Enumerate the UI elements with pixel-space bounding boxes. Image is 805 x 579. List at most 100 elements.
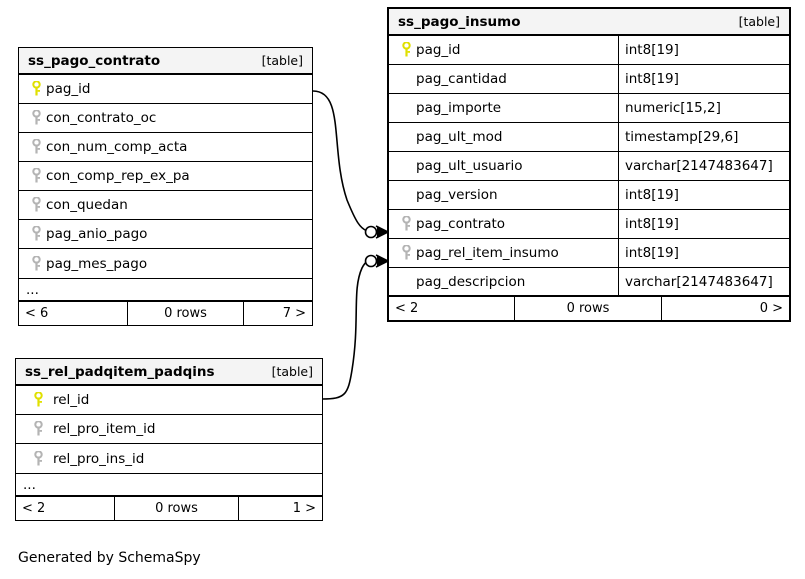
table-row[interactable]: con_quedan bbox=[19, 191, 312, 220]
table-type-tag: [table] bbox=[738, 14, 780, 29]
column-name-cell: pag_id bbox=[19, 75, 312, 103]
column-name: pag_rel_item_insumo bbox=[416, 245, 559, 261]
column-name: pag_ult_usuario bbox=[416, 158, 523, 174]
column-type-cell: int8[19] bbox=[618, 210, 789, 238]
column-name-cell: pag_ult_mod bbox=[389, 123, 618, 151]
column-name: pag_id bbox=[416, 42, 461, 58]
table-row[interactable]: rel_id bbox=[16, 386, 322, 415]
table-row[interactable]: pag_ult_usuario varchar[2147483647] bbox=[389, 152, 789, 181]
foreign-key-icon bbox=[23, 421, 53, 437]
column-name: pag_descripcion bbox=[416, 273, 526, 290]
relationship-line-contrato-insumo bbox=[312, 90, 389, 239]
table-row[interactable]: pag_id int8[19] bbox=[389, 36, 789, 65]
foreign-key-icon bbox=[26, 110, 46, 126]
foreign-key-icon bbox=[26, 255, 46, 272]
primary-key-icon bbox=[396, 42, 416, 58]
footer-parents-count[interactable]: < 2 bbox=[395, 301, 419, 316]
table-row[interactable]: pag_contrato int8[19] bbox=[389, 210, 789, 239]
column-type-cell: int8[19] bbox=[618, 36, 789, 64]
column-type-cell: numeric[15,2] bbox=[618, 94, 789, 122]
column-name: con_num_comp_acta bbox=[46, 139, 188, 155]
foreign-key-icon bbox=[26, 168, 46, 184]
optional-marker-icon bbox=[364, 225, 378, 239]
column-name: rel_pro_item_id bbox=[53, 421, 156, 437]
more-columns-indicator: ... bbox=[16, 473, 322, 497]
column-name-cell: pag_importe bbox=[389, 94, 618, 122]
table-row[interactable]: pag_importe numeric[15,2] bbox=[389, 94, 789, 123]
column-type: varchar[2147483647] bbox=[625, 158, 773, 174]
column-type: varchar[2147483647] bbox=[625, 273, 773, 290]
table-type-tag: [table] bbox=[271, 364, 313, 379]
column-name-cell: con_comp_rep_ex_pa bbox=[19, 162, 312, 190]
table-row[interactable]: con_num_comp_acta bbox=[19, 133, 312, 162]
column-type-cell: int8[19] bbox=[618, 181, 789, 209]
table-row[interactable]: con_comp_rep_ex_pa bbox=[19, 162, 312, 191]
table-row[interactable]: pag_id bbox=[19, 75, 312, 104]
column-name: pag_importe bbox=[416, 100, 502, 116]
column-name: pag_version bbox=[416, 187, 498, 203]
table-row[interactable]: pag_rel_item_insumo int8[19] bbox=[389, 239, 789, 268]
table-type-tag: [table] bbox=[261, 53, 303, 68]
table-columns: rel_id rel_pro_item_id bbox=[16, 386, 322, 473]
table-title: ss_rel_padqitem_padqins bbox=[25, 363, 215, 380]
footer-parents-count[interactable]: < 2 bbox=[22, 501, 46, 516]
column-name: pag_ult_mod bbox=[416, 129, 503, 145]
table-title: ss_pago_contrato bbox=[28, 52, 161, 69]
column-name-cell: pag_anio_pago bbox=[19, 220, 312, 248]
column-type: int8[19] bbox=[625, 216, 679, 232]
table-row[interactable]: pag_anio_pago bbox=[19, 220, 312, 249]
foreign-key-icon bbox=[26, 197, 46, 213]
column-name-cell: rel_pro_ins_id bbox=[16, 444, 322, 473]
table-row[interactable]: rel_pro_ins_id bbox=[16, 444, 322, 473]
column-name: pag_contrato bbox=[416, 216, 506, 232]
table-row[interactable]: pag_descripcion varchar[2147483647] bbox=[389, 268, 789, 297]
column-name-cell: pag_id bbox=[389, 36, 618, 64]
footer-row-count: 0 rows bbox=[514, 297, 662, 320]
table-header: ss_pago_contrato [table] bbox=[19, 48, 312, 75]
table-ss-pago-insumo[interactable]: ss_pago_insumo [table] pag_id int8[1 bbox=[387, 7, 791, 322]
table-row[interactable]: pag_mes_pago bbox=[19, 249, 312, 278]
column-name-cell: pag_contrato bbox=[389, 210, 618, 238]
footer-row-count: 0 rows bbox=[114, 497, 239, 520]
foreign-key-icon bbox=[23, 450, 53, 467]
table-ss-rel-padqitem-padqins[interactable]: ss_rel_padqitem_padqins [table] rel_id bbox=[15, 358, 323, 521]
table-columns: pag_id con_contrato_oc bbox=[19, 75, 312, 278]
footer-parents-count[interactable]: < 6 bbox=[25, 306, 49, 321]
column-name: pag_mes_pago bbox=[46, 255, 148, 272]
relationship-line-padqins-insumo bbox=[321, 254, 389, 400]
foreign-key-icon bbox=[396, 245, 416, 261]
table-row[interactable]: rel_pro_item_id bbox=[16, 415, 322, 444]
footer-children-count[interactable]: 7 > bbox=[282, 306, 306, 321]
footer-children-count[interactable]: 0 > bbox=[759, 301, 783, 316]
column-name: con_quedan bbox=[46, 197, 128, 213]
column-type-cell: varchar[2147483647] bbox=[618, 152, 789, 180]
generated-by-caption: Generated by SchemaSpy bbox=[18, 550, 201, 566]
column-name: rel_id bbox=[53, 392, 90, 408]
column-type-cell: timestamp[29,6] bbox=[618, 123, 789, 151]
column-type-cell: int8[19] bbox=[618, 239, 789, 267]
column-type: int8[19] bbox=[625, 245, 679, 261]
table-row[interactable]: con_contrato_oc bbox=[19, 104, 312, 133]
foreign-key-icon bbox=[26, 226, 46, 242]
footer-children-count[interactable]: 1 > bbox=[292, 501, 316, 516]
table-row[interactable]: pag_version int8[19] bbox=[389, 181, 789, 210]
column-name-cell: pag_ult_usuario bbox=[389, 152, 618, 180]
column-name-cell: pag_cantidad bbox=[389, 65, 618, 93]
column-name-cell: pag_rel_item_insumo bbox=[389, 239, 618, 267]
column-name: rel_pro_ins_id bbox=[53, 450, 145, 467]
column-type-cell: int8[19] bbox=[618, 65, 789, 93]
foreign-key-icon bbox=[26, 139, 46, 155]
table-ss-pago-contrato[interactable]: ss_pago_contrato [table] pag_id bbox=[18, 47, 313, 326]
table-title: ss_pago_insumo bbox=[398, 13, 521, 30]
column-type: int8[19] bbox=[625, 187, 679, 203]
table-footer: < 6 0 rows 7 > bbox=[19, 302, 312, 325]
table-footer: < 2 0 rows 1 > bbox=[16, 497, 322, 520]
footer-row-count: 0 rows bbox=[127, 302, 244, 325]
column-name-cell: rel_pro_item_id bbox=[16, 415, 322, 443]
table-row[interactable]: pag_ult_mod timestamp[29,6] bbox=[389, 123, 789, 152]
table-row[interactable]: pag_cantidad int8[19] bbox=[389, 65, 789, 94]
column-name: con_contrato_oc bbox=[46, 110, 157, 126]
column-type-cell: varchar[2147483647] bbox=[618, 268, 789, 295]
column-name: con_comp_rep_ex_pa bbox=[46, 168, 190, 184]
